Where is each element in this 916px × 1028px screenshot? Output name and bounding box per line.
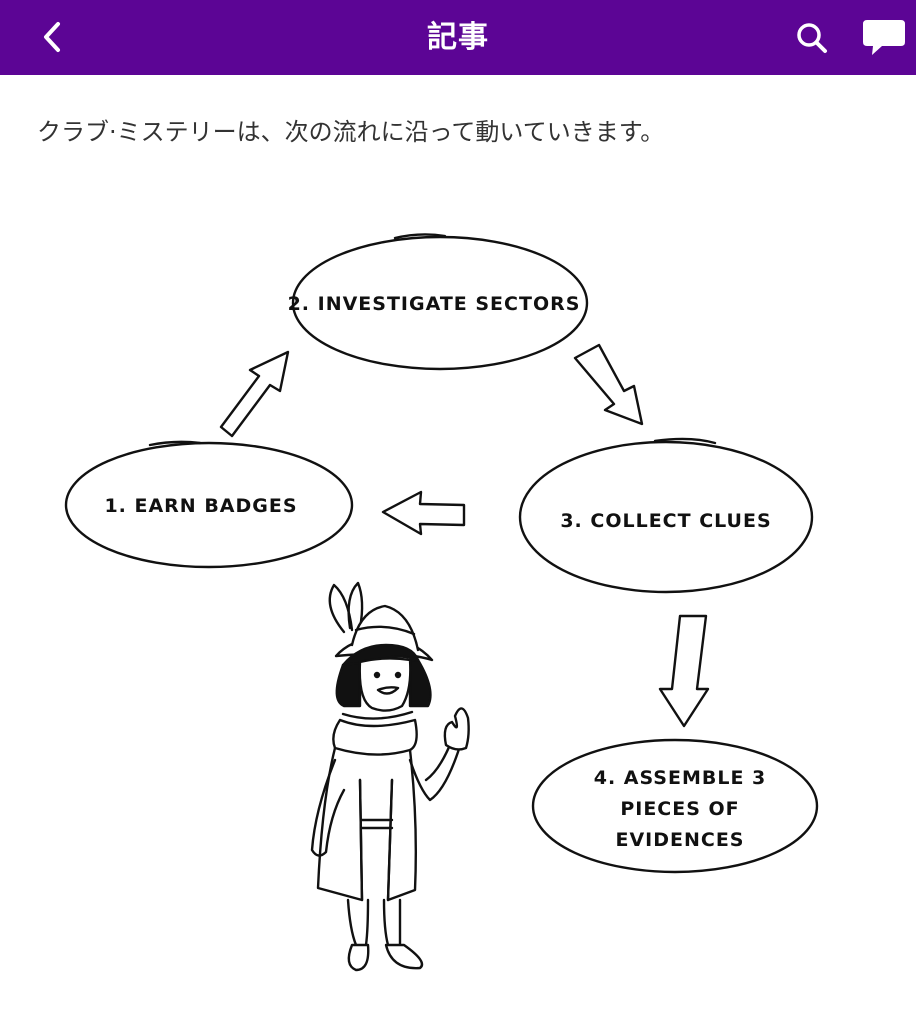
game-flow-diagram: 2. INVESTIGATE SECTORS 1. EARN BADGES 3.… bbox=[0, 160, 916, 1024]
back-button[interactable] bbox=[28, 12, 78, 62]
step-1-label: 1. EARN BADGES bbox=[104, 495, 297, 517]
search-button[interactable] bbox=[790, 16, 834, 60]
app-header: 記事 bbox=[0, 0, 916, 75]
step-4-label-line-3: EVIDENCES bbox=[615, 829, 744, 851]
article-intro-text: クラブ·ミステリーは、次の流れに沿って動いていきます。 bbox=[37, 118, 665, 146]
step-2-label: 2. INVESTIGATE SECTORS bbox=[288, 293, 581, 315]
chat-button[interactable] bbox=[860, 14, 908, 62]
search-icon bbox=[797, 23, 827, 53]
step-2-node bbox=[291, 233, 589, 371]
step-4-label-line-1: 4. ASSEMBLE 3 bbox=[594, 767, 767, 789]
step-3-label: 3. COLLECT CLUES bbox=[560, 510, 771, 532]
arrow-3-to-1 bbox=[381, 490, 466, 536]
arrow-2-to-3 bbox=[573, 343, 644, 426]
step-4-label-line-2: PIECES OF bbox=[620, 798, 739, 820]
arrow-3-to-4 bbox=[658, 614, 710, 728]
chat-bubble-icon bbox=[863, 20, 905, 55]
arrow-1-to-2 bbox=[219, 350, 290, 438]
step-4-node bbox=[531, 738, 819, 874]
detective-character-illustration bbox=[310, 581, 470, 972]
step-1-node bbox=[64, 440, 354, 569]
chevron-left-icon bbox=[44, 22, 60, 52]
step-3-node bbox=[518, 437, 814, 594]
page-title: 記事 bbox=[427, 20, 489, 55]
